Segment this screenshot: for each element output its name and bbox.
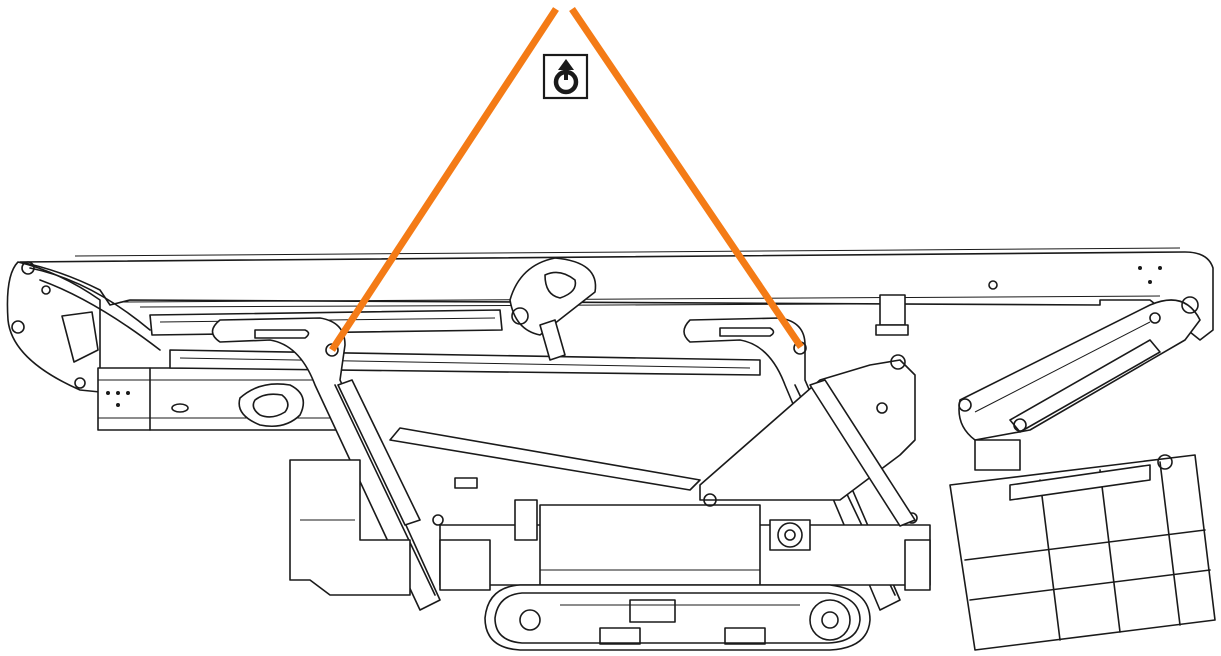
telescopic-arm [97, 367, 339, 431]
chassis [289, 459, 931, 596]
crawler-track [484, 584, 871, 651]
lifting-point-hook-icon [542, 53, 589, 100]
boom-support-link [509, 257, 597, 361]
work-platform-basket [949, 439, 1216, 651]
jib-arm [958, 296, 1201, 441]
outrigger-cylinders [337, 379, 916, 527]
lifting-slings [329, 7, 804, 352]
sling-left [329, 7, 559, 352]
lift-arm-front [211, 317, 441, 611]
sling-right [569, 7, 804, 349]
boom-head-left [6, 261, 161, 393]
main-boom [19, 247, 1214, 341]
